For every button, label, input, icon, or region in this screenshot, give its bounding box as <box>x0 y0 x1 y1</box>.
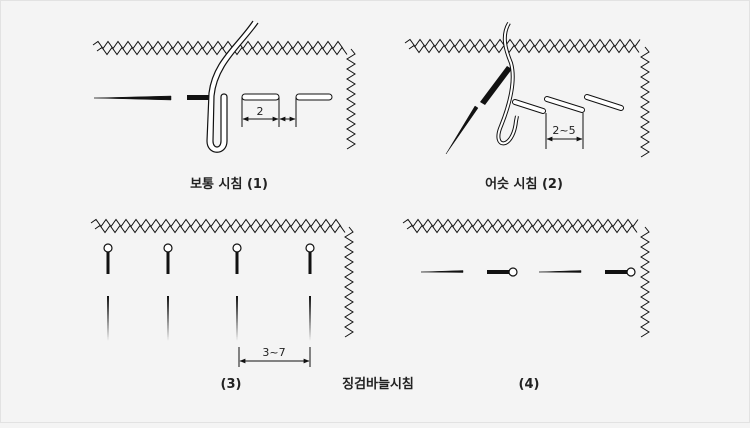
dimension-3 <box>238 347 311 367</box>
panel-label: 어슷 시침 (2) <box>485 176 563 192</box>
panel-running-stitch <box>93 20 333 153</box>
stitch-thick <box>605 270 627 274</box>
fabric-edge-top <box>92 40 344 50</box>
panel-label: (3) <box>221 377 242 392</box>
fabric-edge-top <box>96 46 348 56</box>
fabric-edge-side <box>640 46 650 158</box>
thread <box>206 20 259 153</box>
pin-head <box>508 267 518 277</box>
panel-label: (4) <box>519 377 540 392</box>
needle-eye-segment <box>187 95 211 100</box>
panel-tack-vertical <box>103 243 315 341</box>
fabric-edge-top <box>406 224 638 234</box>
stitch-thin <box>538 270 582 273</box>
fabric-edge-top <box>94 224 346 234</box>
pin-head <box>626 267 636 277</box>
stitch <box>295 93 333 101</box>
panel-slant-stitch <box>445 21 624 155</box>
fabric-edge-top <box>402 218 639 228</box>
pin <box>103 243 113 341</box>
fabric-edge-top <box>408 44 640 54</box>
caption: 징검바늘시침 <box>342 376 414 392</box>
panel-label: 보통 시침 (1) <box>190 176 268 192</box>
dimension-label: 3~7 <box>262 346 285 359</box>
stitch <box>241 93 280 101</box>
stitch-thick <box>487 270 509 274</box>
fabric-edge-side <box>346 48 356 150</box>
pin <box>305 243 315 341</box>
fabric-edge-top <box>404 38 641 48</box>
fabric-edges <box>90 38 650 338</box>
needle-tip <box>445 105 479 155</box>
needle <box>93 95 172 101</box>
panel-tack-horizontal <box>420 267 636 277</box>
dimension-label: 2~5 <box>552 124 575 137</box>
fabric-edge-side <box>344 226 354 338</box>
needle-body <box>480 66 512 105</box>
fabric-edge-top <box>90 218 342 228</box>
dimension-label: 2 <box>257 105 264 118</box>
fabric-edge-side <box>640 226 650 338</box>
stitch-thin <box>420 270 464 273</box>
pin <box>163 243 173 341</box>
pin <box>232 243 242 341</box>
